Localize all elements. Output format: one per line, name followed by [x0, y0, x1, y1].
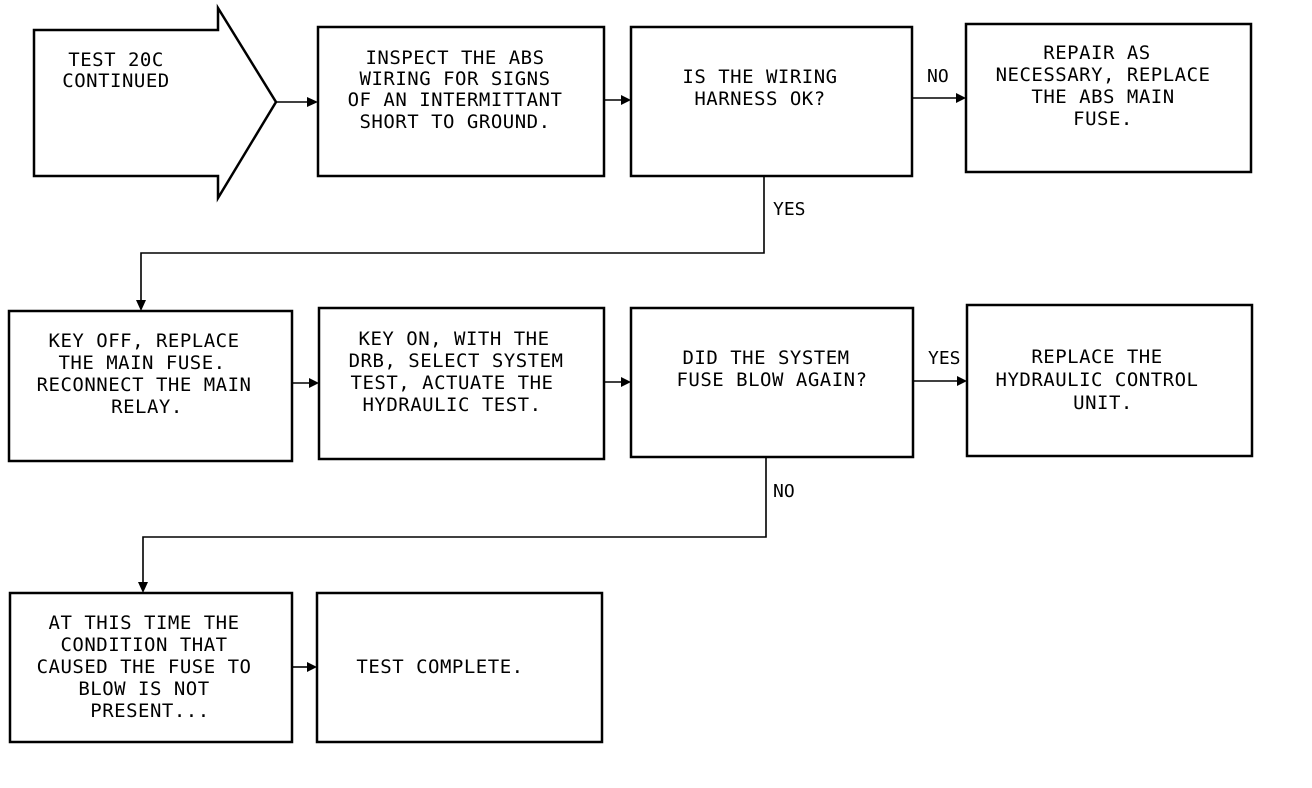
node-inspect-line: OF AN INTERMITTANT — [348, 89, 563, 111]
arrowhead — [138, 582, 148, 593]
edge-label-yes: YES — [928, 348, 961, 369]
node-repair: REPAIR AS NECESSARY, REPLACE THE ABS MAI… — [964, 22, 1253, 174]
node-key-off-line: RELAY. — [111, 396, 183, 418]
node-key-on: KEY ON, WITH THE DRB, SELECT SYSTEM TEST… — [317, 306, 606, 461]
node-repair-text: REPAIR AS NECESSARY, REPLACE THE ABS MAI… — [996, 42, 1223, 130]
node-key-on-line: HYDRAULIC TEST. — [362, 394, 541, 416]
node-key-on-line: DRB, SELECT SYSTEM — [349, 350, 564, 372]
node-complete-line: TEST COMPLETE. — [356, 656, 523, 678]
arrowhead — [307, 97, 318, 107]
node-q-fuse-text: DID THE SYSTEM FUSE BLOW AGAIN? — [676, 347, 867, 391]
arrowhead — [309, 378, 319, 388]
node-key-off: KEY OFF, REPLACE THE MAIN FUSE. RECONNEC… — [7, 309, 294, 463]
node-complete-box — [315, 591, 604, 744]
start-arrow-shape — [32, 3, 278, 203]
node-start-line: TEST 20C — [68, 49, 164, 71]
edge-qfuse-no-condition: NO — [138, 457, 795, 593]
node-inspect-box — [316, 25, 606, 178]
node-inspect-text: INSPECT THE ABS WIRING FOR SIGNS OF AN I… — [348, 47, 575, 133]
node-inspect-line: SHORT TO GROUND. — [359, 111, 550, 133]
edge-qwiring-yes-keyoff: YES — [136, 176, 806, 311]
node-key-off-line: KEY OFF, REPLACE — [49, 330, 240, 352]
node-condition-line: BLOW IS NOT — [78, 678, 209, 700]
edge-keyon-to-qfuse — [604, 377, 631, 387]
node-start: TEST 20C CONTINUED — [32, 3, 278, 203]
edge-qfuse-yes-replace: YES — [913, 348, 967, 386]
node-replace-hcu-line: UNIT. — [1073, 392, 1133, 414]
node-repair-line: NECESSARY, REPLACE — [996, 64, 1211, 86]
edge-qwiring-no-repair: NO — [912, 66, 966, 103]
arrowhead — [957, 376, 967, 386]
edge-start-to-inspect — [276, 97, 318, 107]
arrowhead — [956, 93, 966, 103]
node-replace-hcu-line: HYDRAULIC CONTROL — [996, 369, 1199, 391]
node-q-wiring-text: IS THE WIRING HARNESS OK? — [682, 66, 849, 110]
node-repair-box — [964, 22, 1253, 174]
node-q-wiring: IS THE WIRING HARNESS OK? — [629, 25, 914, 178]
edge-line — [140, 176, 765, 302]
arrowhead — [621, 377, 631, 387]
node-inspect-line: WIRING FOR SIGNS — [360, 68, 551, 90]
edge-condition-to-complete — [292, 662, 317, 672]
node-inspect: INSPECT THE ABS WIRING FOR SIGNS OF AN I… — [316, 25, 606, 178]
node-q-fuse-line: FUSE BLOW AGAIN? — [676, 369, 867, 391]
arrowhead — [136, 300, 146, 311]
node-start-line: CONTINUED — [62, 70, 169, 92]
node-q-fuse: DID THE SYSTEM FUSE BLOW AGAIN? — [629, 306, 915, 459]
node-condition-box — [8, 591, 294, 744]
edge-keyoff-to-keyon — [292, 378, 319, 388]
edge-inspect-to-qwiring — [604, 95, 631, 105]
node-replace-hcu-text: REPLACE THE HYDRAULIC CONTROL UNIT. — [996, 346, 1211, 414]
node-start-text: TEST 20C CONTINUED — [62, 49, 175, 92]
node-key-off-line: RECONNECT THE MAIN — [37, 374, 252, 396]
node-condition: AT THIS TIME THE CONDITION THAT CAUSED T… — [8, 591, 294, 744]
node-repair-line: REPAIR AS — [1043, 42, 1150, 64]
node-key-off-line: THE MAIN FUSE. — [58, 352, 225, 374]
node-key-on-line: KEY ON, WITH THE — [359, 328, 550, 350]
node-replace-hcu-line: REPLACE THE — [1031, 346, 1162, 368]
arrowhead — [621, 95, 631, 105]
node-condition-line: CAUSED THE FUSE TO — [37, 656, 252, 678]
node-inspect-line: INSPECT THE ABS — [365, 47, 544, 69]
edge-line — [142, 457, 767, 584]
node-key-on-box — [317, 306, 606, 461]
node-replace-hcu-box — [965, 303, 1254, 458]
node-complete: TEST COMPLETE. — [315, 591, 604, 744]
node-q-fuse-box — [629, 306, 915, 459]
edge-label-no: NO — [927, 66, 949, 87]
node-key-off-box — [7, 309, 294, 463]
edge-label-no: NO — [773, 481, 795, 502]
arrowhead — [307, 662, 317, 672]
node-q-fuse-line: DID THE SYSTEM — [682, 347, 849, 369]
node-key-on-line: TEST, ACTUATE THE — [351, 372, 554, 394]
node-condition-line: PRESENT... — [90, 700, 209, 722]
node-condition-line: AT THIS TIME THE — [49, 612, 240, 634]
node-q-wiring-line: IS THE WIRING — [682, 66, 837, 88]
node-repair-line: THE ABS MAIN — [1031, 86, 1174, 108]
node-replace-hcu: REPLACE THE HYDRAULIC CONTROL UNIT. — [965, 303, 1254, 458]
node-key-on-text: KEY ON, WITH THE DRB, SELECT SYSTEM TEST… — [349, 328, 576, 416]
node-condition-line: CONDITION THAT — [60, 634, 227, 656]
node-q-wiring-line: HARNESS OK? — [694, 88, 825, 110]
node-key-off-text: KEY OFF, REPLACE THE MAIN FUSE. RECONNEC… — [37, 330, 264, 418]
node-repair-line: FUSE. — [1073, 108, 1133, 130]
node-q-wiring-box — [629, 25, 914, 178]
node-complete-text: TEST COMPLETE. — [356, 656, 523, 678]
edge-label-yes: YES — [773, 199, 806, 220]
node-condition-text: AT THIS TIME THE CONDITION THAT CAUSED T… — [37, 612, 264, 722]
